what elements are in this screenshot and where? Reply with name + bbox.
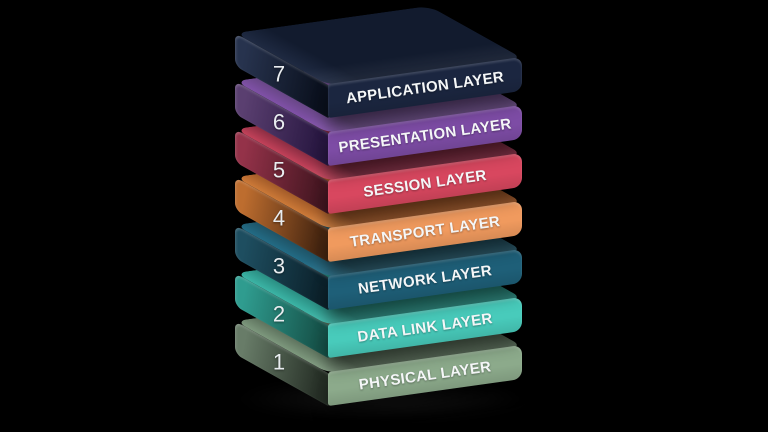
ground-shadow — [235, 378, 535, 420]
layer-5-number: 5 — [272, 157, 286, 183]
layer-3-top-face — [235, 197, 524, 278]
layer-2-top-face — [235, 245, 524, 326]
layer-5-label: SESSION LAYER — [362, 166, 488, 201]
layer-6-number: 6 — [272, 109, 286, 135]
layer-1-number: 1 — [272, 349, 286, 375]
layer-3-left-face: 3 — [235, 225, 329, 311]
layer-4-top-face — [235, 149, 524, 230]
layer-5-left-face: 5 — [235, 129, 329, 215]
layer-7-left-face: 7 — [235, 33, 329, 119]
layer-3-front-face: NETWORK LAYER — [328, 248, 522, 310]
layer-6-front-face: PRESENTATION LAYER — [328, 104, 522, 166]
layer-2-left-face: 2 — [235, 273, 329, 359]
layer-7-front-face: APPLICATION LAYER — [328, 56, 522, 118]
layer-6-top-face — [235, 53, 524, 134]
layer-3-label: NETWORK LAYER — [356, 261, 494, 298]
layer-2-front-face: DATA LINK LAYER — [328, 296, 522, 358]
layer-6-left-face: 6 — [235, 81, 329, 167]
layer-3-number: 3 — [272, 253, 286, 279]
layer-7-top-face — [235, 5, 524, 86]
layer-7-label: APPLICATION LAYER — [344, 67, 506, 107]
layer-7-number: 7 — [272, 61, 286, 87]
layer-5-front-face: SESSION LAYER — [328, 152, 522, 214]
layer-2-label: DATA LINK LAYER — [356, 309, 494, 346]
layer-4-left-face: 4 — [235, 177, 329, 263]
layer-4-number: 4 — [272, 205, 286, 231]
layer-4-label: TRANSPORT LAYER — [348, 212, 502, 251]
layer-4-front-face: TRANSPORT LAYER — [328, 200, 522, 262]
layer-2-number: 2 — [272, 301, 286, 327]
layer-5-top-face — [235, 101, 524, 182]
layer-1-top-face — [235, 293, 524, 374]
layer-6-label: PRESENTATION LAYER — [337, 114, 513, 156]
